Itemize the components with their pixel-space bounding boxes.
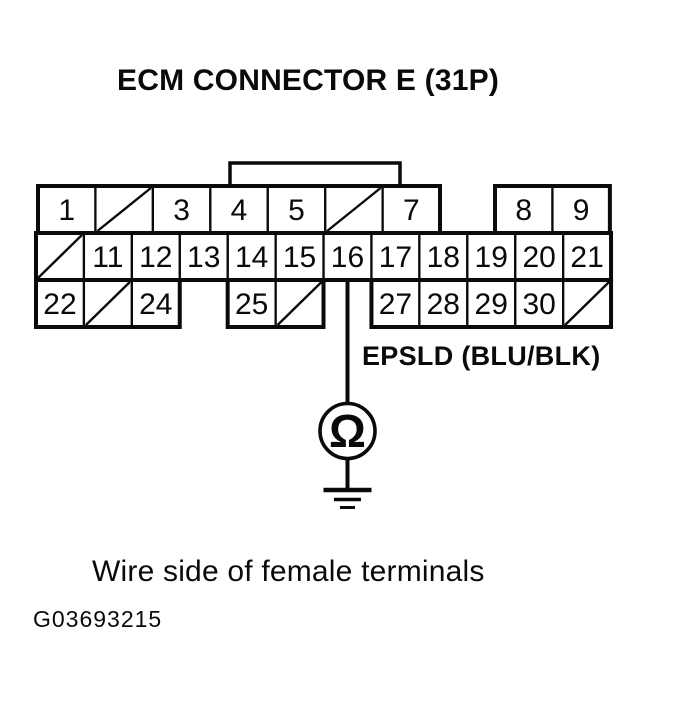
pin-number-12: 12 [139,241,172,274]
pin-number-16: 16 [331,241,364,274]
pin-number-7: 7 [403,194,420,227]
pin-number-22: 22 [43,288,76,321]
omega-glyph: Ω [329,405,366,457]
no-pin-slash [37,234,83,279]
pin-number-15: 15 [283,241,316,274]
pin-number-27: 27 [379,288,412,321]
pin-number-14: 14 [235,241,268,274]
pin-number-4: 4 [231,194,248,227]
pin-number-24: 24 [139,288,172,321]
connector-block-outline [369,278,614,329]
pin-number-18: 18 [427,241,460,274]
pin-number-3: 3 [173,194,190,227]
ground-symbol [323,487,372,509]
pin-number-30: 30 [522,288,555,321]
connector-block-outline [225,278,326,329]
wire-signal-label: EPSLD (BLU/BLK) [362,341,601,371]
ohmmeter-circle [318,401,377,461]
no-pin-slash [564,281,610,326]
diagram-title: ECM CONNECTOR E (31P) [117,64,500,97]
pin-number-1: 1 [58,194,75,227]
pin-number-20: 20 [522,241,555,274]
pin-number-29: 29 [475,288,508,321]
view-caption: Wire side of female terminals [92,555,485,588]
pin-number-5: 5 [288,194,305,227]
pin-number-13: 13 [187,241,220,274]
connector-block-outline [34,278,182,329]
no-pin-slash [85,281,131,326]
pin-number-19: 19 [475,241,508,274]
figure-id: G03693215 [33,606,163,632]
pin-number-9: 9 [573,194,590,227]
pin-number-25: 25 [235,288,268,321]
ohmmeter-symbol: Ω [318,401,377,461]
polarity-tab [228,161,402,188]
no-pin-slash [326,187,382,232]
pin-number-28: 28 [427,288,460,321]
no-pin-slash [276,281,323,326]
pin-number-17: 17 [379,241,412,274]
pin-number-11: 11 [92,241,123,274]
pin-number-21: 21 [570,241,603,274]
pin-number-8: 8 [515,194,532,227]
no-pin-slash [96,187,152,232]
